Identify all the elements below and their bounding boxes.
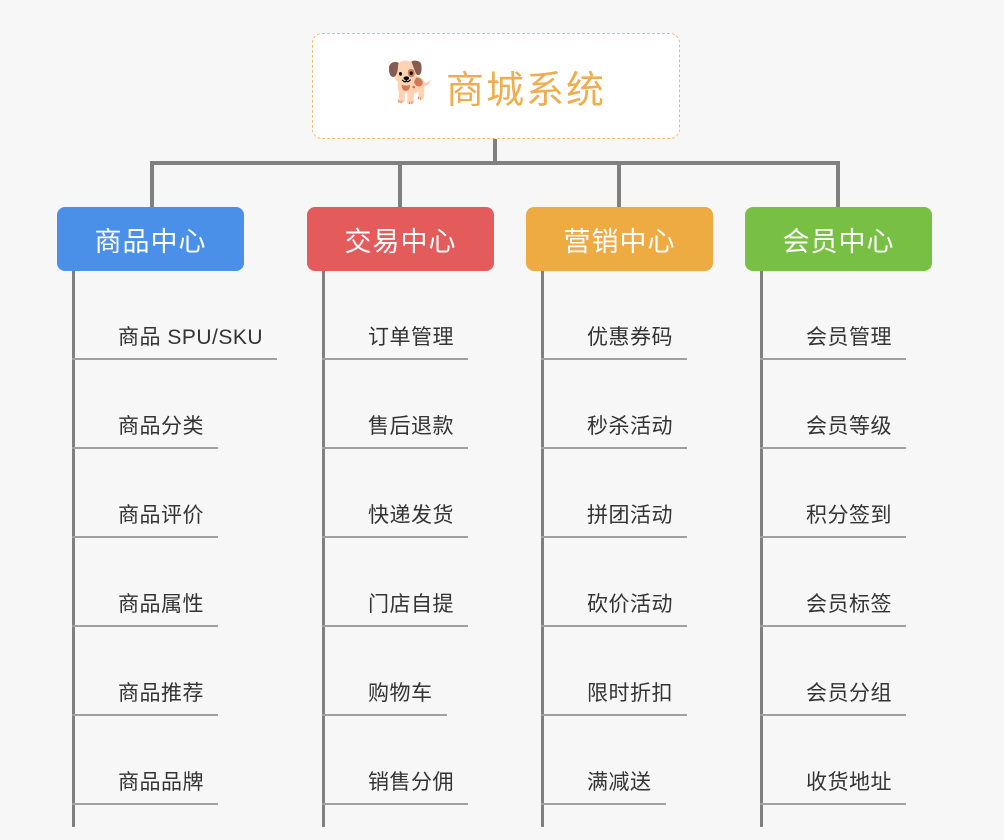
- leaf-underline: 销售分佣: [322, 766, 468, 805]
- leaf-underline: 满减送: [541, 766, 666, 805]
- list-item[interactable]: 会员标签: [760, 538, 906, 627]
- leaf-label: 快递发货: [368, 504, 454, 527]
- leaf-label: 砍价活动: [587, 593, 673, 616]
- list-item[interactable]: 会员管理: [760, 271, 906, 360]
- leaf-underline: 秒杀活动: [541, 410, 687, 449]
- branch-column-2: 订单管理 售后退款 快递发货 门店自提 购物车 销售分佣: [322, 271, 468, 827]
- list-item[interactable]: 商品品牌: [72, 716, 277, 805]
- leaf-label: 门店自提: [368, 593, 454, 616]
- leaf-underline: 会员等级: [760, 410, 906, 449]
- shiba-dog-face-icon: 🐕: [385, 61, 436, 105]
- list-item[interactable]: 拼团活动: [541, 449, 687, 538]
- list-item[interactable]: 商品评价: [72, 449, 277, 538]
- leaf-label: 会员分组: [806, 682, 892, 705]
- leaf-label: 满减送: [587, 771, 652, 794]
- leaf-underline: 砍价活动: [541, 588, 687, 627]
- leaf-underline: 门店自提: [322, 588, 468, 627]
- leaf-underline: 限时折扣: [541, 677, 687, 716]
- leaf-label: 收货地址: [806, 771, 892, 794]
- list-item[interactable]: 收货地址: [760, 716, 906, 805]
- branch-column-4: 会员管理 会员等级 积分签到 会员标签 会员分组 收货地址: [760, 271, 906, 827]
- leaf-underline: 收货地址: [760, 766, 906, 805]
- connector-drop-1: [150, 161, 154, 207]
- leaf-underline: 商品属性: [72, 588, 218, 627]
- list-item[interactable]: 售后退款: [322, 360, 468, 449]
- leaf-label: 商品 SPU/SKU: [118, 326, 264, 349]
- leaf-underline: 积分签到: [760, 499, 906, 538]
- list-item[interactable]: 秒杀活动: [541, 360, 687, 449]
- leaf-label: 售后退款: [368, 415, 454, 438]
- branch-header-label: 营销中心: [563, 226, 676, 257]
- leaf-underline: 快递发货: [322, 499, 468, 538]
- leaf-label: 商品评价: [118, 504, 204, 527]
- list-item[interactable]: 商品属性: [72, 538, 277, 627]
- connector-horizontal-bus: [150, 161, 840, 165]
- leaf-label: 会员等级: [806, 415, 892, 438]
- connector-root-stem: [493, 139, 497, 164]
- branch-header-label: 商品中心: [94, 226, 207, 257]
- list-item[interactable]: 限时折扣: [541, 627, 687, 716]
- leaf-label: 会员管理: [806, 326, 892, 349]
- list-item[interactable]: 商品分类: [72, 360, 277, 449]
- leaf-underline: 商品 SPU/SKU: [72, 321, 278, 360]
- branch-header-交易中心[interactable]: 交易中心: [307, 207, 494, 271]
- leaf-label: 商品分类: [118, 415, 204, 438]
- leaf-label: 商品属性: [118, 593, 204, 616]
- list-item[interactable]: 购物车: [322, 627, 468, 716]
- list-item[interactable]: 满减送: [541, 716, 687, 805]
- list-item[interactable]: 商品 SPU/SKU: [72, 271, 278, 360]
- leaf-underline: 商品推荐: [72, 677, 218, 716]
- branch-header-label: 会员中心: [782, 226, 895, 257]
- connector-drop-4: [836, 161, 840, 207]
- leaf-label: 销售分佣: [368, 771, 454, 794]
- branch-rail-4: [760, 271, 763, 827]
- connector-drop-2: [398, 161, 402, 207]
- leaf-underline: 商品分类: [72, 410, 218, 449]
- list-item[interactable]: 订单管理: [322, 271, 468, 360]
- list-item[interactable]: 门店自提: [322, 538, 468, 627]
- branch-header-商品中心[interactable]: 商品中心: [57, 207, 244, 271]
- leaf-label: 优惠券码: [587, 326, 673, 349]
- leaf-label: 商品品牌: [118, 771, 204, 794]
- connector-drop-3: [617, 161, 621, 207]
- list-item[interactable]: 会员等级: [760, 360, 906, 449]
- leaf-underline: 会员标签: [760, 588, 906, 627]
- list-item[interactable]: 砍价活动: [541, 538, 687, 627]
- leaf-underline: 商品品牌: [72, 766, 218, 805]
- list-item[interactable]: 销售分佣: [322, 716, 468, 805]
- leaf-label: 订单管理: [368, 326, 454, 349]
- leaf-underline: 商品评价: [72, 499, 218, 538]
- list-item[interactable]: 积分签到: [760, 449, 906, 538]
- leaf-label: 限时折扣: [587, 682, 673, 705]
- leaf-underline: 拼团活动: [541, 499, 687, 538]
- leaf-label: 秒杀活动: [587, 415, 673, 438]
- leaf-label: 商品推荐: [118, 682, 204, 705]
- leaf-underline: 会员分组: [760, 677, 906, 716]
- root-node[interactable]: 🐕 商城系统: [312, 33, 680, 139]
- branch-header-会员中心[interactable]: 会员中心: [745, 207, 932, 271]
- list-item[interactable]: 会员分组: [760, 627, 906, 716]
- leaf-underline: 优惠券码: [541, 321, 687, 360]
- root-title: 商城系统: [445, 69, 606, 112]
- branch-header-label: 交易中心: [344, 226, 457, 257]
- leaf-label: 会员标签: [806, 593, 892, 616]
- list-item[interactable]: 快递发货: [322, 449, 468, 538]
- leaf-underline: 订单管理: [322, 321, 468, 360]
- leaf-label: 购物车: [368, 682, 433, 705]
- branch-column-1: 商品 SPU/SKU 商品分类 商品评价 商品属性 商品推荐 商品品牌: [72, 271, 278, 827]
- leaf-underline: 会员管理: [760, 321, 906, 360]
- leaf-label: 积分签到: [806, 504, 892, 527]
- list-item[interactable]: 优惠券码: [541, 271, 687, 360]
- leaf-label: 拼团活动: [587, 504, 673, 527]
- list-item[interactable]: 商品推荐: [72, 627, 277, 716]
- branch-header-营销中心[interactable]: 营销中心: [526, 207, 713, 271]
- leaf-underline: 购物车: [322, 677, 447, 716]
- branch-column-3: 优惠券码 秒杀活动 拼团活动 砍价活动 限时折扣 满减送: [541, 271, 687, 827]
- branch-rail-3: [541, 271, 544, 827]
- branch-rail-2: [322, 271, 325, 827]
- branch-rail-1: [72, 271, 75, 827]
- leaf-underline: 售后退款: [322, 410, 468, 449]
